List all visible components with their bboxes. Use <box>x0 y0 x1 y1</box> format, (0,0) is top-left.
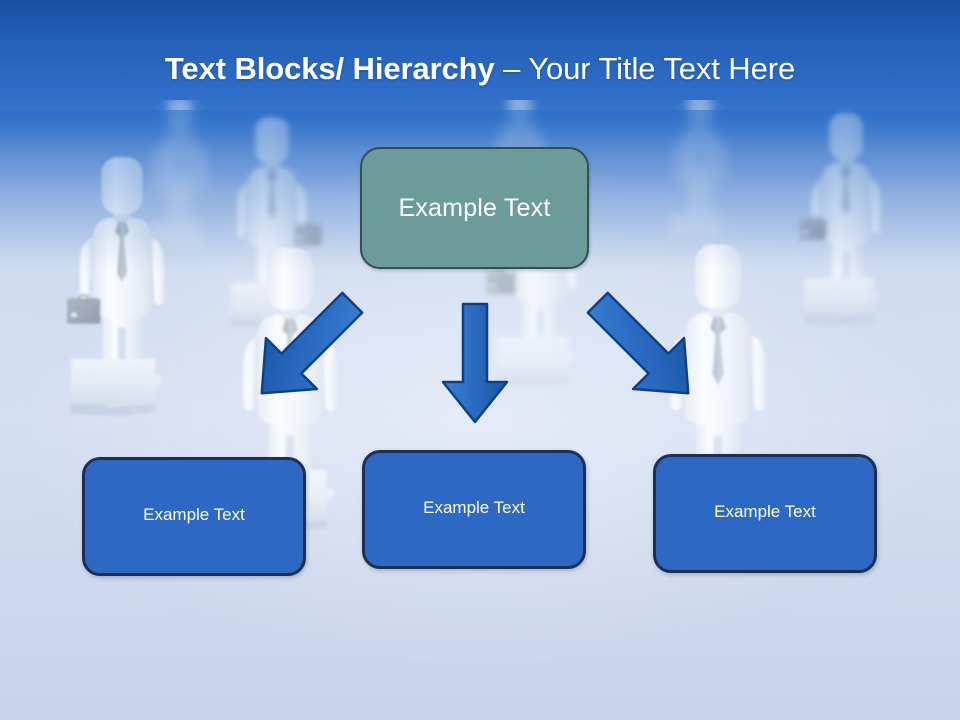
node-root-label: Example Text <box>398 193 551 222</box>
node-child-1[interactable]: Example Text <box>82 457 306 576</box>
page-title-bold: Text Blocks/ Hierarchy <box>164 51 495 86</box>
page-title-separator: – <box>494 51 529 86</box>
node-child-2[interactable]: Example Text <box>362 450 586 569</box>
node-child-3-label: Example Text <box>714 501 816 521</box>
node-child-1-label: Example Text <box>143 504 245 524</box>
page-title-light: Your Title Text Here <box>528 51 796 86</box>
node-root[interactable]: Example Text <box>360 147 589 269</box>
page-title: Text Blocks/ Hierarchy – Your Title Text… <box>0 50 960 88</box>
node-child-3[interactable]: Example Text <box>653 454 877 573</box>
node-child-2-label: Example Text <box>423 497 525 517</box>
